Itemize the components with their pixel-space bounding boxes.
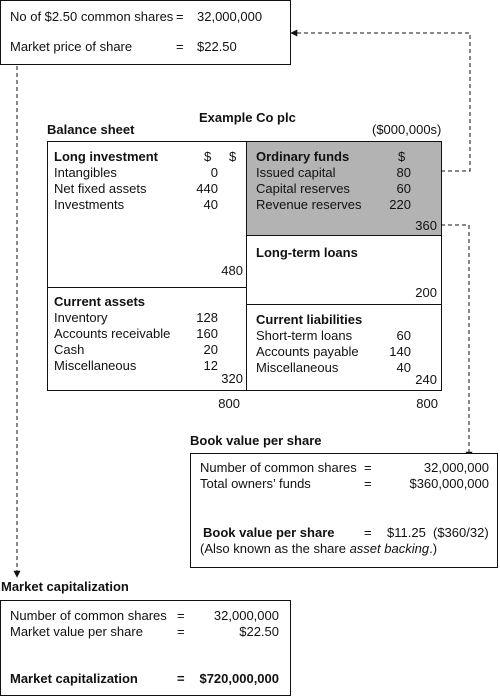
bv-shares-eq: = [364,460,372,475]
shares-eq: = [176,9,184,24]
balance-sheet: Long investment $ $ Intangibles 0 Net fi… [47,141,442,391]
long-term-loans-heading: Long-term loans [256,245,358,260]
misc-assets-label: Miscellaneous [54,358,137,373]
long-term-loans-total: 200 [415,285,437,300]
accounts-receivable-label: Accounts receivable [54,326,171,341]
bv-note-suffix: .) [429,541,438,556]
misc-assets-value: 12 [203,358,218,373]
arrow-funds-to-book-value [441,224,473,459]
bv-result-value: $11.25 [387,525,426,540]
investments-label: Investments [54,197,125,212]
bv-note-prefix: (Also known as the share [200,541,350,556]
inventory-label: Inventory [54,310,108,325]
mc-result-label: Market capitalization [10,671,138,686]
mc-shares-eq: = [177,608,185,623]
ordinary-funds-total: 360 [415,218,437,233]
market-cap-title: Market capitalization [1,579,129,594]
ordinary-funds-heading: Ordinary funds [256,149,350,164]
market-cap-box: Number of common shares = 32,000,000 Mar… [0,600,291,696]
bv-result-calc: ($360/32) [433,525,489,540]
mc-result-value: $720,000,000 [199,671,279,686]
cash-label: Cash [54,342,85,357]
net-fixed-assets-label: Net fixed assets [54,181,147,196]
investments-value: 40 [203,197,218,212]
inventory-value: 128 [196,310,218,325]
bv-funds-label: Total owners’ funds [200,476,311,491]
shares-value: 32,000,000 [197,9,263,24]
bv-result-label: Book value per share [203,525,335,540]
current-liabilities-total: 240 [415,372,437,387]
right-total: 800 [416,396,438,411]
current-assets-total: 320 [221,371,243,386]
price-eq: = [176,39,184,54]
bv-funds-eq: = [364,476,372,491]
revenue-reserves-value: 220 [389,197,411,212]
ordinary-funds-col: $ [398,149,406,164]
bv-funds-value: $360,000,000 [409,476,489,491]
intangibles-value: 0 [210,165,218,180]
bv-result-eq: = [364,525,372,540]
price-value: $22.50 [197,39,237,54]
mc-value-eq: = [177,624,185,639]
long-term-loans-section: Long-term loans 200 [247,236,441,305]
mc-shares-value: 32,000,000 [213,608,279,623]
long-investment-col1: $ [204,149,212,164]
shares-label: No of $2.50 common shares [10,9,174,24]
book-value-title: Book value per share [190,433,322,448]
issued-capital-value: 80 [396,165,411,180]
ordinary-funds-section: Ordinary funds $ Issued capital 80 Capit… [247,142,441,236]
misc-liabilities-label: Miscellaneous [256,360,339,375]
bv-note: (Also known as the share asset backing.) [200,541,437,556]
current-assets-section: Current assets Inventory 128 Accounts re… [48,288,247,390]
current-liabilities-section: Current liabilities Short-term loans 60 … [247,305,441,390]
mc-shares-label: Number of common shares [10,608,167,623]
short-term-loans-label: Short-term loans [256,328,353,343]
long-investment-total: 480 [221,263,243,278]
accounts-payable-label: Accounts payable [256,344,359,359]
mc-result-eq: = [177,671,185,686]
bv-shares-label: Number of common shares [200,460,357,475]
revenue-reserves-label: Revenue reserves [256,197,362,212]
net-fixed-assets-value: 440 [196,181,218,196]
issued-capital-label: Issued capital [256,165,336,180]
cash-value: 20 [203,342,218,357]
misc-liabilities-value: 40 [396,360,411,375]
mc-value-label: Market value per share [10,624,143,639]
balance-sheet-title: Balance sheet [47,122,135,137]
book-value-box: Number of common shares = 32,000,000 Tot… [190,453,498,568]
current-assets-heading: Current assets [54,294,146,309]
long-investment-heading: Long investment [54,149,159,164]
left-total: 800 [218,396,240,411]
long-investment-col2: $ [229,149,237,164]
long-investment-section: Long investment $ $ Intangibles 0 Net fi… [48,142,247,288]
units-label: ($000,000s) [372,122,442,137]
accounts-payable-value: 140 [389,344,411,359]
mc-value-value: $22.50 [239,624,279,639]
intangibles-label: Intangibles [54,165,117,180]
current-liabilities-heading: Current liabilities [256,312,363,327]
market-info-box: No of $2.50 common shares = 32,000,000 M… [0,0,291,65]
bv-shares-value: 32,000,000 [423,460,489,475]
capital-reserves-value: 60 [396,181,411,196]
bv-note-italic: asset backing [349,541,430,556]
company-name: Example Co plc [199,110,296,125]
accounts-receivable-value: 160 [196,326,218,341]
capital-reserves-label: Capital reserves [256,181,350,196]
short-term-loans-value: 60 [396,328,411,343]
price-label: Market price of share [10,39,133,54]
